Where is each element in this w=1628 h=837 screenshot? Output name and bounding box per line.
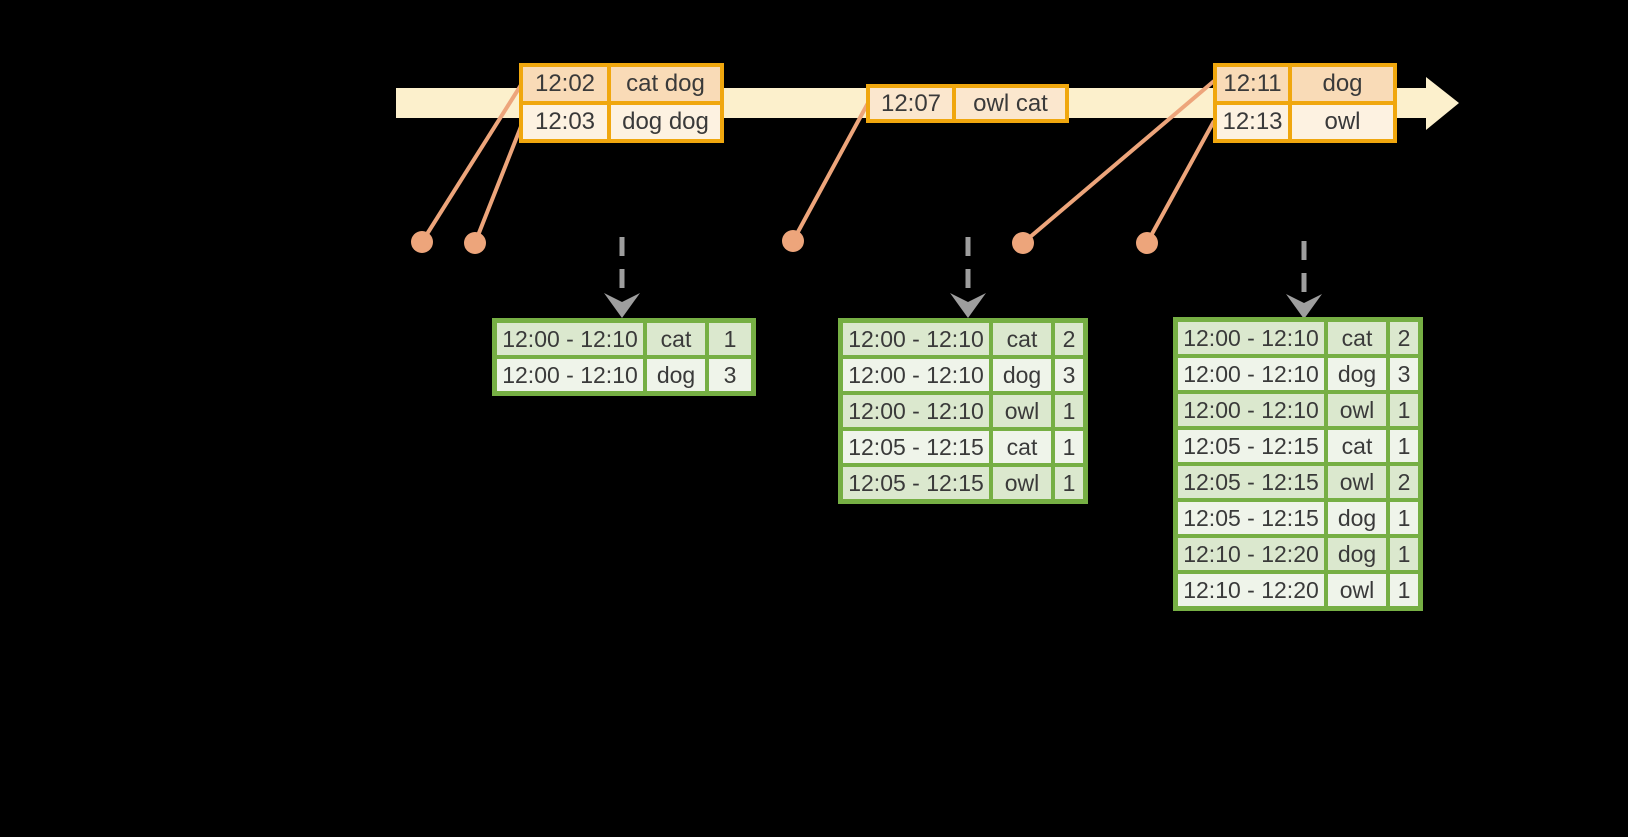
event-words-cell: dog dog <box>611 105 720 139</box>
word-cell: cat <box>1328 430 1386 462</box>
event-time-cell: 12:11 <box>1217 67 1288 101</box>
window-cell: 12:00 - 12:10 <box>497 323 643 355</box>
word-cell: dog <box>1328 538 1386 570</box>
event-connector-line <box>1021 79 1216 245</box>
word-cell: owl <box>993 467 1051 499</box>
word-cell: owl <box>993 395 1051 427</box>
word-cell: cat <box>1328 322 1386 354</box>
trigger-arrow-head <box>1286 294 1322 319</box>
count-cell: 1 <box>1055 395 1083 427</box>
event-table-2: 12:07 owl cat <box>866 84 1069 123</box>
event-connector-line <box>473 123 524 244</box>
trigger-arrow-head <box>604 293 640 318</box>
event-dot <box>782 230 804 252</box>
window-cell: 12:05 - 12:15 <box>1178 430 1324 462</box>
event-time-cell: 12:03 <box>523 105 607 139</box>
count-cell: 1 <box>1390 394 1418 426</box>
count-cell: 1 <box>1055 431 1083 463</box>
word-cell: cat <box>993 431 1051 463</box>
window-cell: 12:00 - 12:10 <box>497 359 643 391</box>
count-cell: 1 <box>1390 502 1418 534</box>
window-cell: 12:05 - 12:15 <box>843 467 989 499</box>
count-cell: 2 <box>1390 322 1418 354</box>
window-cell: 12:00 - 12:10 <box>843 395 989 427</box>
count-cell: 1 <box>709 323 751 355</box>
event-time-cell: 12:13 <box>1217 105 1288 139</box>
window-cell: 12:00 - 12:10 <box>1178 358 1324 390</box>
event-words-cell: owl cat <box>956 88 1065 119</box>
event-dot <box>464 232 486 254</box>
word-cell: dog <box>647 359 705 391</box>
word-cell: owl <box>1328 574 1386 606</box>
event-words-cell: cat dog <box>611 67 720 101</box>
event-time-cell: 12:07 <box>870 88 952 119</box>
event-table-1: 12:02 cat dog 12:03 dog dog <box>519 63 724 143</box>
event-words-cell: owl <box>1292 105 1393 139</box>
word-cell: cat <box>993 323 1051 355</box>
count-cell: 1 <box>1055 467 1083 499</box>
window-cell: 12:10 - 12:20 <box>1178 574 1324 606</box>
event-time-cell: 12:02 <box>523 67 607 101</box>
word-cell: owl <box>1328 466 1386 498</box>
window-cell: 12:00 - 12:10 <box>1178 322 1324 354</box>
event-words-cell: dog <box>1292 67 1393 101</box>
word-cell: owl <box>1328 394 1386 426</box>
word-cell: dog <box>1328 358 1386 390</box>
window-cell: 12:00 - 12:10 <box>843 359 989 391</box>
count-cell: 3 <box>709 359 751 391</box>
event-connector-line <box>1145 120 1216 244</box>
window-cell: 12:00 - 12:10 <box>1178 394 1324 426</box>
word-cell: dog <box>993 359 1051 391</box>
event-dot <box>411 231 433 253</box>
word-cell: dog <box>1328 502 1386 534</box>
window-cell: 12:00 - 12:10 <box>843 323 989 355</box>
count-cell: 1 <box>1390 430 1418 462</box>
word-cell: cat <box>647 323 705 355</box>
window-cell: 12:05 - 12:15 <box>843 431 989 463</box>
count-cell: 2 <box>1055 323 1083 355</box>
window-cell: 12:05 - 12:15 <box>1178 502 1324 534</box>
count-cell: 3 <box>1055 359 1083 391</box>
event-dot <box>1012 232 1034 254</box>
result-table-2: 12:00 - 12:10 cat 2 12:00 - 12:10 dog 3 … <box>838 318 1088 504</box>
count-cell: 1 <box>1390 538 1418 570</box>
result-table-3: 12:00 - 12:10 cat 2 12:00 - 12:10 dog 3 … <box>1173 317 1423 611</box>
event-dot <box>1136 232 1158 254</box>
count-cell: 2 <box>1390 466 1418 498</box>
count-cell: 1 <box>1390 574 1418 606</box>
count-cell: 3 <box>1390 358 1418 390</box>
result-table-1: 12:00 - 12:10 cat 1 12:00 - 12:10 dog 3 <box>492 318 756 396</box>
window-cell: 12:05 - 12:15 <box>1178 466 1324 498</box>
event-table-3: 12:11 dog 12:13 owl <box>1213 63 1397 143</box>
event-connector-line <box>791 102 870 242</box>
trigger-arrow-head <box>950 293 986 318</box>
window-cell: 12:10 - 12:20 <box>1178 538 1324 570</box>
event-connector-line <box>420 83 523 244</box>
